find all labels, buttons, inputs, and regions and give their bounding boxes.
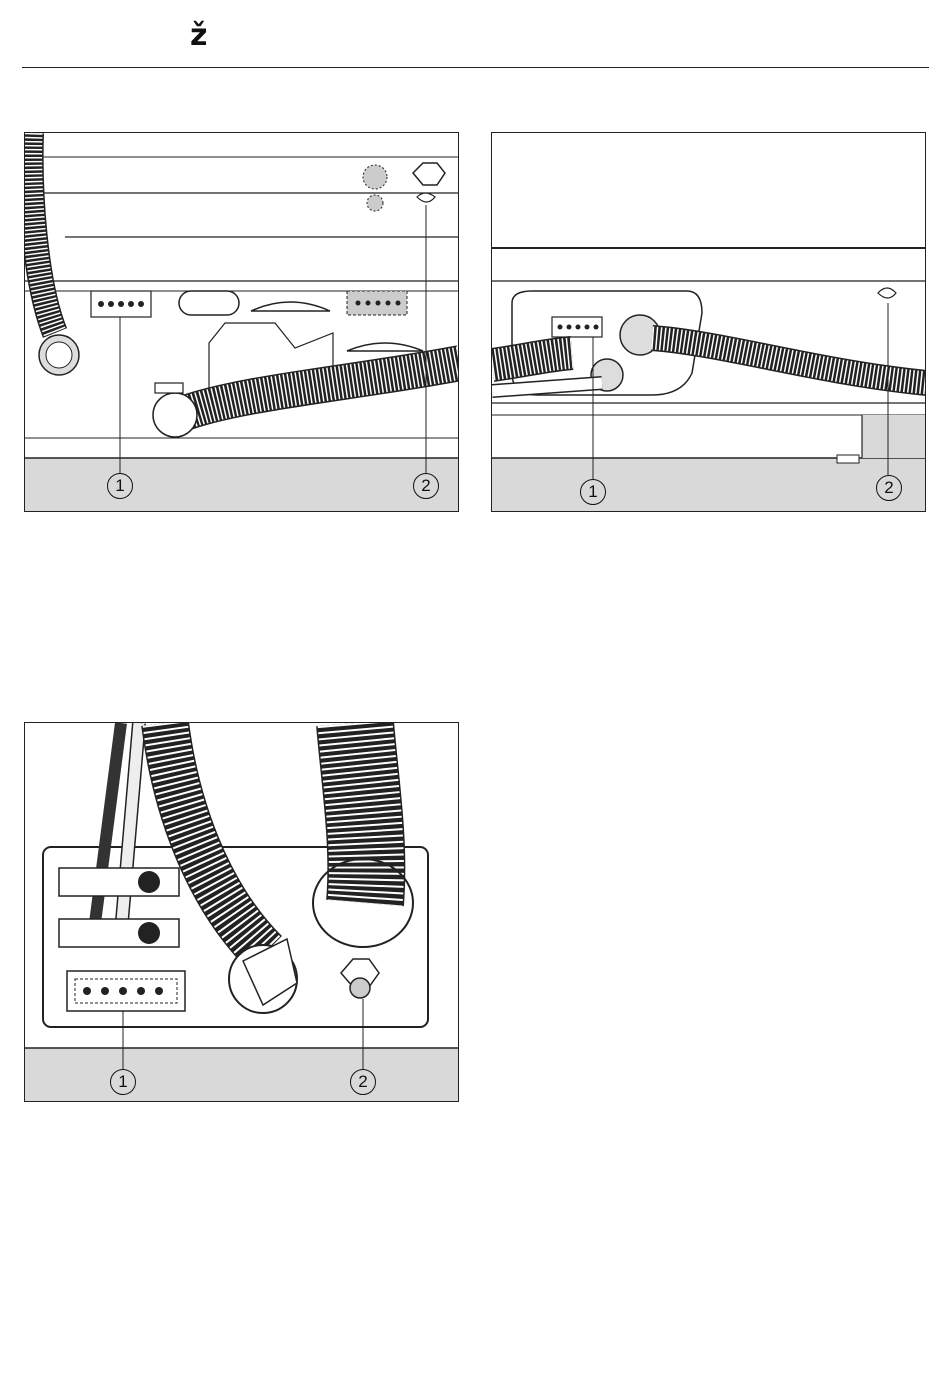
figure-connections-2: 1 2 xyxy=(491,132,926,512)
callout-1: 1 xyxy=(107,473,133,499)
figure-1-illustration xyxy=(25,133,459,512)
page-header-character: ž xyxy=(190,18,207,53)
callout-2: 2 xyxy=(413,473,439,499)
callout-2: 2 xyxy=(876,475,902,501)
callout-1: 1 xyxy=(580,479,606,505)
figure-2-illustration xyxy=(492,133,926,512)
figure-connections-1: 1 2 xyxy=(24,132,459,512)
header-divider xyxy=(22,67,929,68)
callout-1: 1 xyxy=(110,1069,136,1095)
figure-3-illustration xyxy=(25,723,459,1102)
callout-2: 2 xyxy=(350,1069,376,1095)
figure-connections-3: 1 2 xyxy=(24,722,459,1102)
